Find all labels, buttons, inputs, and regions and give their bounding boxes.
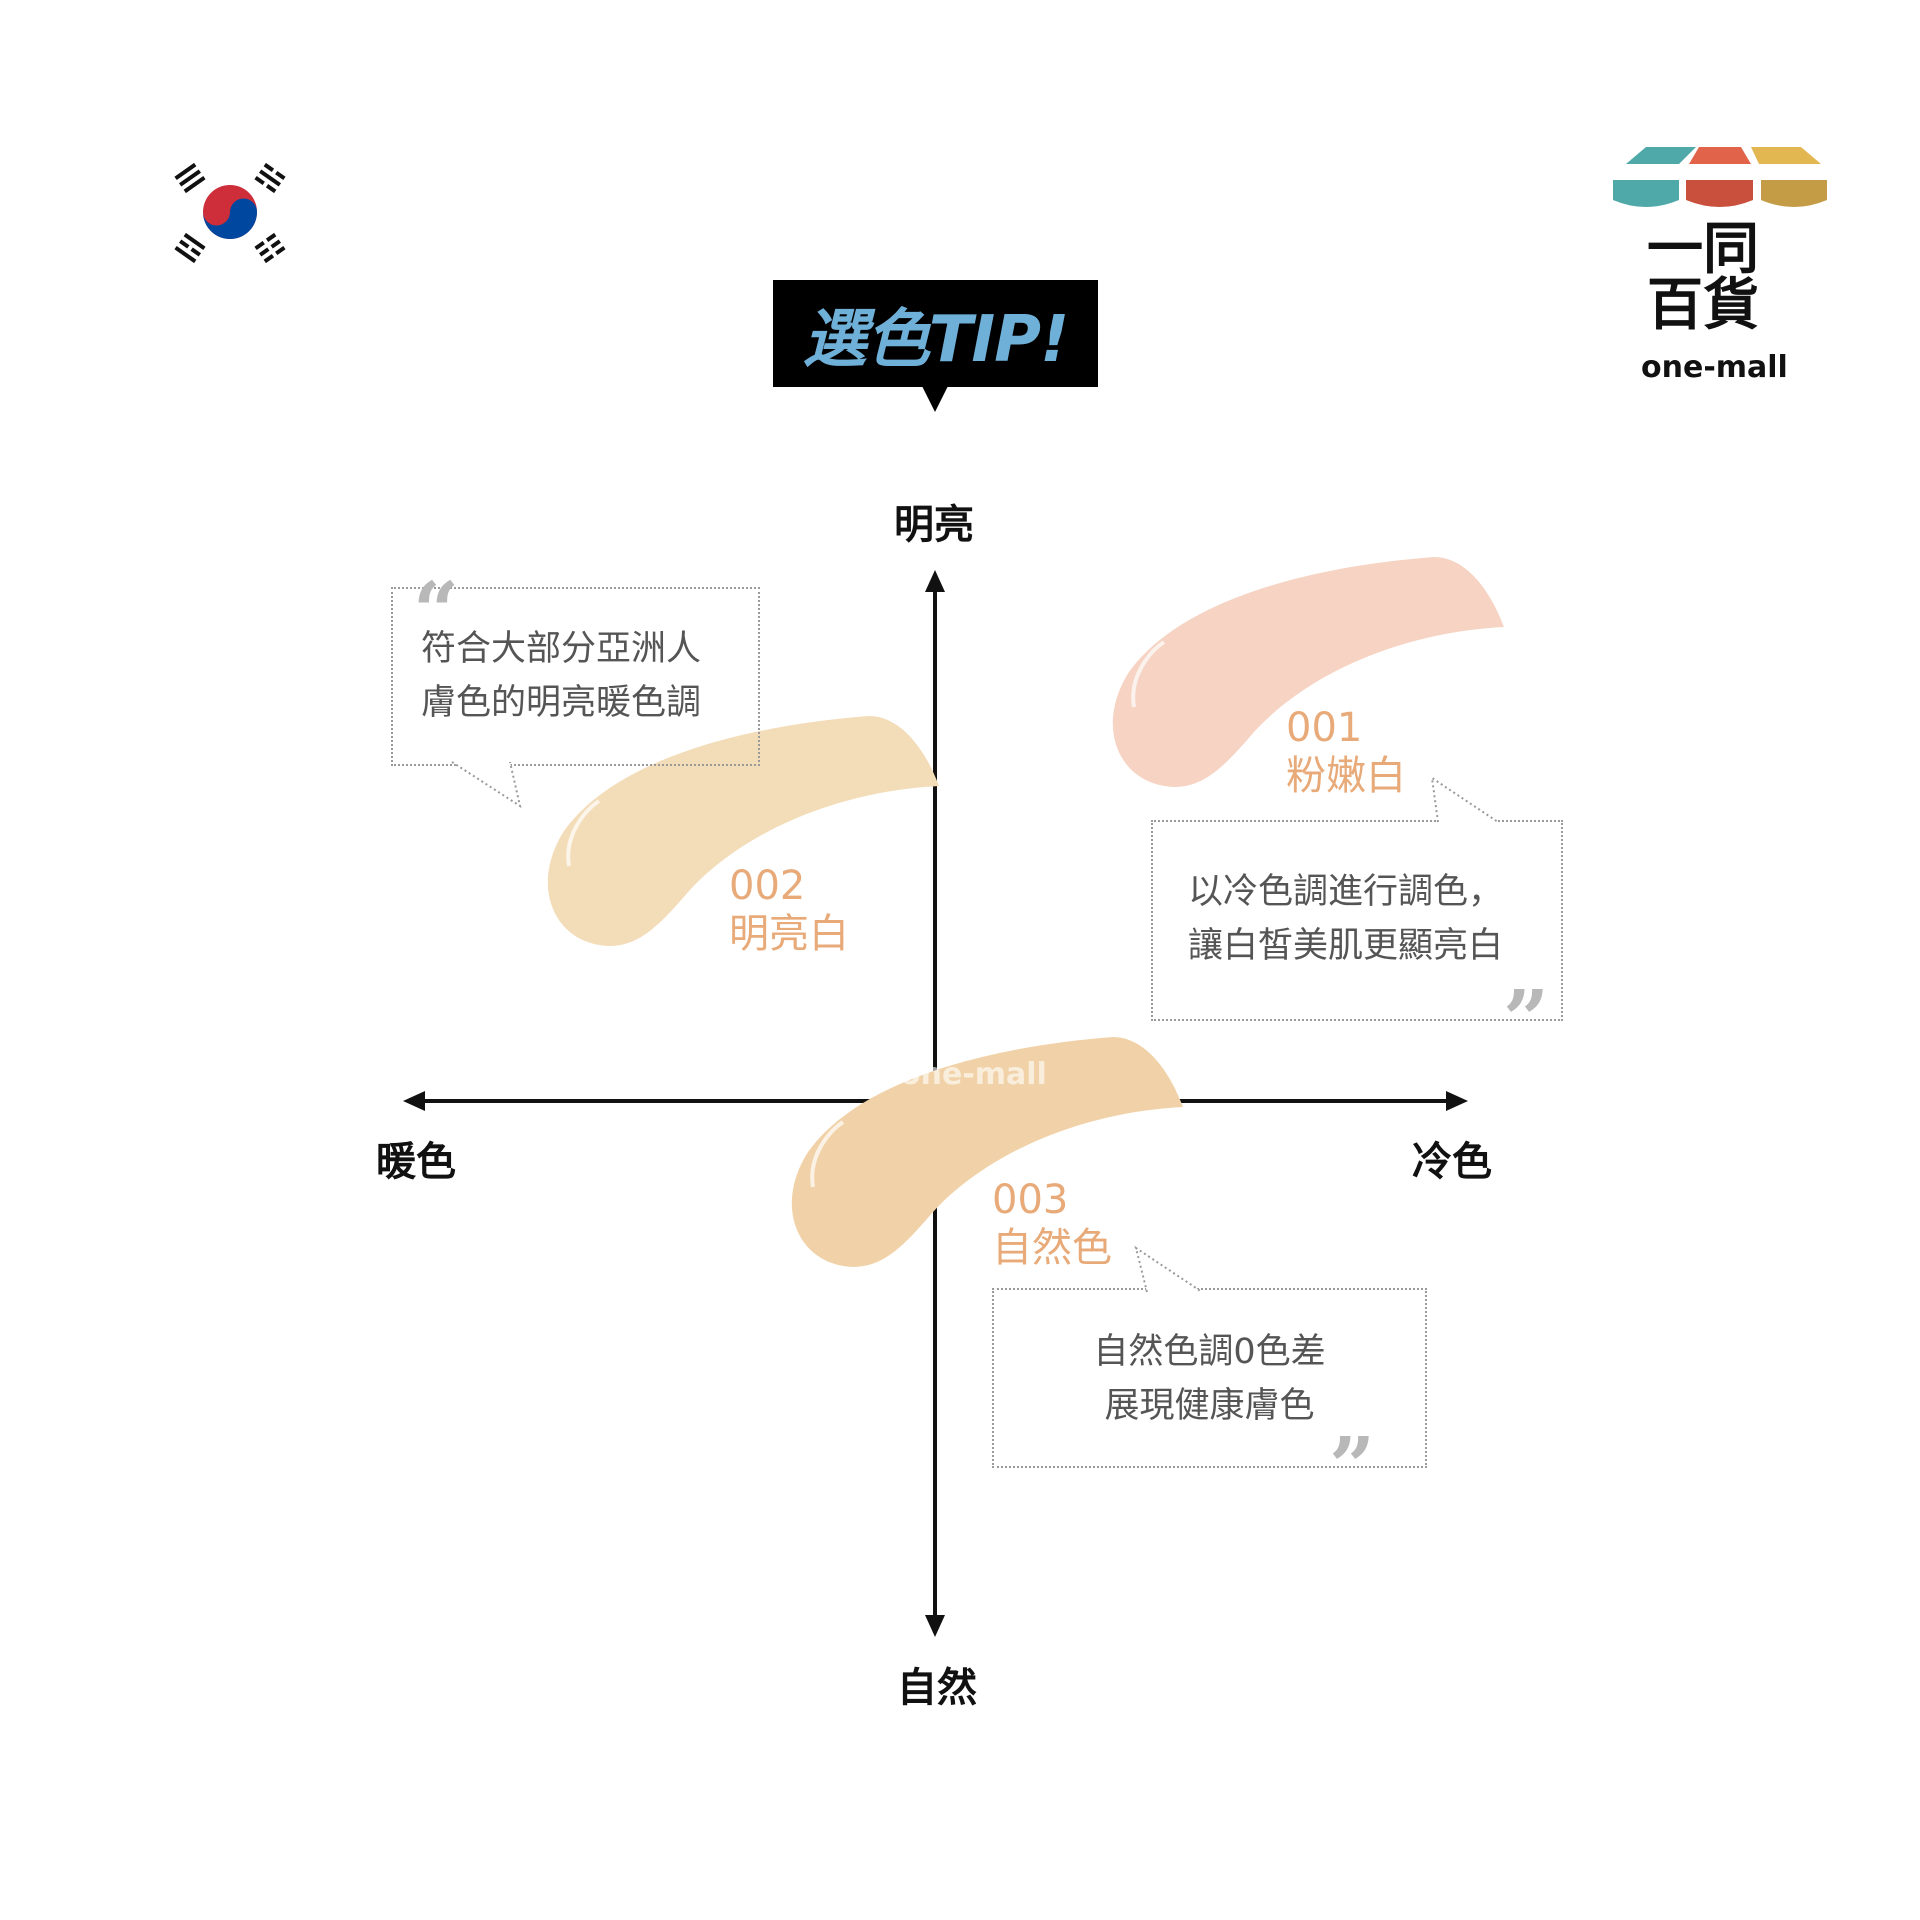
- arrow-right-icon: [1446, 1091, 1468, 1111]
- shade-code: 001: [1286, 705, 1363, 751]
- logo-name-cn: 一同百貨: [1647, 217, 1759, 338]
- note-line: 符合大部分亞洲人: [421, 629, 702, 669]
- shade-code: 002: [729, 863, 806, 909]
- close-quote-icon: ”: [1502, 972, 1549, 1066]
- awning-icon: [1613, 147, 1827, 207]
- tip-banner: 選色TIP!: [773, 280, 1098, 387]
- callout-002-tail: [451, 761, 522, 809]
- note-line: 展現健康膚色: [1104, 1386, 1315, 1426]
- shade-name: 粉嫩白: [1286, 753, 1406, 799]
- callout-002: “ 符合大部分亞洲人膚色的明亮暖色調: [391, 571, 760, 766]
- watermark: one-mall: [900, 1057, 1047, 1092]
- close-quote-icon: ”: [1328, 1419, 1375, 1513]
- callout-003: 自然色調0色差展現健康膚色 ”: [992, 1288, 1427, 1506]
- arrow-up-icon: [925, 570, 945, 592]
- callout-001: 以冷色調進行調色，讓白皙美肌更顯亮白 ”: [1151, 820, 1563, 1059]
- axis-label-bottom: 自然: [897, 1665, 977, 1711]
- shade-code: 003: [992, 1177, 1069, 1223]
- axis-label-right: 冷色: [1412, 1139, 1492, 1185]
- korea-flag-icon: [174, 162, 286, 264]
- note-line: 讓白皙美肌更顯亮白: [1188, 926, 1504, 966]
- note-line: 以冷色調進行調色，: [1188, 872, 1504, 912]
- note-line: 膚色的明亮暖色調: [421, 683, 702, 723]
- axis-label-left: 暖色: [376, 1139, 456, 1185]
- swatch-003: [791, 1037, 1183, 1267]
- callout-001-tail: [1430, 775, 1499, 823]
- shade-name: 明亮白: [729, 911, 849, 957]
- one-mall-logo: 一同百貨 one-mall: [1611, 144, 1828, 389]
- callout-003-tail: [1134, 1245, 1203, 1293]
- tip-pointer: [922, 386, 948, 412]
- open-quote-icon: “: [413, 564, 460, 658]
- swatch-002: [547, 716, 939, 946]
- arrow-left-icon: [403, 1091, 425, 1111]
- note-line: 自然色調0色差: [1093, 1332, 1326, 1372]
- tip-title: 選色TIP!: [802, 302, 1070, 377]
- logo-name-en: one-mall: [1641, 350, 1788, 385]
- axis-label-top: 明亮: [894, 502, 974, 548]
- shade-name: 自然色: [992, 1225, 1112, 1271]
- arrow-down-icon: [925, 1615, 945, 1637]
- swatch-001: [1112, 557, 1504, 787]
